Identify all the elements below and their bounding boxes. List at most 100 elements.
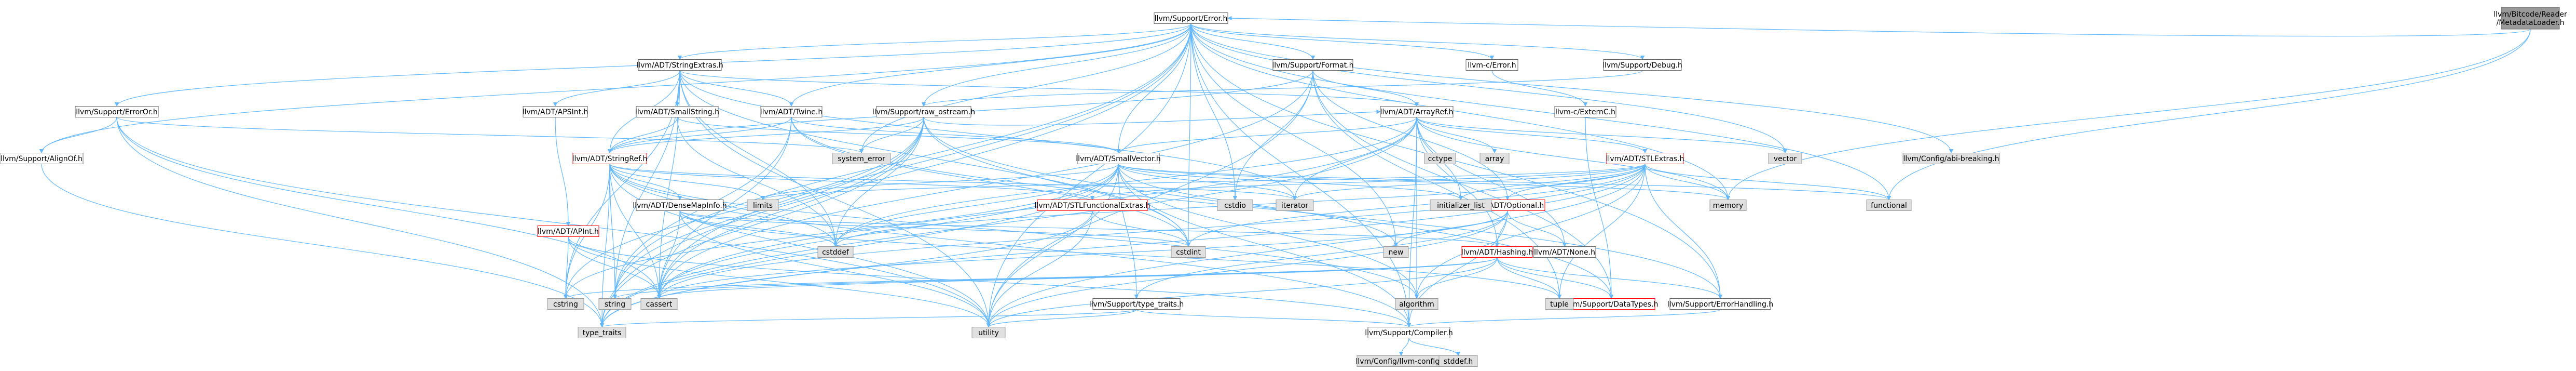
node-label: llvm/Config/abi-breaking.h — [1903, 155, 1999, 163]
edge-smallvector-to-cassert — [656, 164, 1119, 299]
node-label: initializer_list — [1437, 202, 1485, 210]
node-box — [578, 327, 626, 338]
node-erroror[interactable]: llvm/Support/ErrorOr.h — [75, 106, 159, 117]
node-arrayref[interactable]: llvm/ADT/ArrayRef.h — [1380, 106, 1454, 117]
edge-error-to-stringextras — [678, 23, 1191, 60]
node-none[interactable]: llvm/ADT/None.h — [1533, 246, 1596, 258]
edge-stringextras-to-cassert — [656, 70, 680, 299]
node-root[interactable]: llvm/Bitcode/Reader/MetadataLoader.h — [2493, 7, 2567, 30]
node-stlfunctional[interactable]: llvm/ADT/STLFunctionalExtras.h — [1035, 200, 1150, 211]
node-label: llvm-c/ExternC.h — [1555, 108, 1615, 116]
edge-typetraits_llvm-to-typetraits — [600, 309, 1137, 328]
node-densemapinfo[interactable]: llvm/ADT/DenseMapInfo.h — [633, 200, 727, 211]
node-label: llvm/ADT/StringExtras.h — [636, 61, 723, 70]
node-hashing[interactable]: llvm/ADT/Hashing.h — [1461, 246, 1533, 258]
node-rawostream[interactable]: llvm/Support/raw_ostream.h — [872, 106, 975, 117]
edge-apsint-to-apint — [555, 117, 571, 227]
edge-twine-to-errorhandling — [791, 117, 1723, 299]
node-typetraits_llvm[interactable]: llvm/Support/type_traits.h — [1089, 298, 1184, 310]
node-tuple: tuple — [1545, 298, 1574, 310]
edge-stringextras-to-twine — [679, 70, 794, 107]
edge-arrayref-to-array — [1416, 117, 1497, 154]
node-new: new — [1383, 246, 1409, 258]
edge-error-to-cerror — [1190, 23, 1495, 60]
node-label: llvm/Support/Debug.h — [1602, 61, 1682, 70]
node-cerror[interactable]: llvm-c/Error.h — [1465, 59, 1518, 71]
edge-error-to-format — [1190, 23, 1316, 60]
edge-stlextras-to-iterator — [1292, 164, 1646, 201]
edge-alignof-to-typetraits — [41, 164, 605, 328]
edge-erroror-to-systemerror — [116, 117, 864, 154]
edge-stlextras-to-tuple — [1557, 164, 1646, 299]
node-label: llvm/Support/ErrorOr.h — [76, 108, 157, 116]
edge-root-to-memory — [1725, 29, 2531, 201]
edge-smallvector-to-limits — [760, 164, 1119, 201]
edge-smallvector-to-typetraits_llvm — [1118, 164, 1139, 299]
edge-smallvector-to-typetraits — [599, 164, 1119, 328]
edge-twine-to-smallvector — [791, 117, 1121, 154]
node-box — [1902, 153, 2000, 164]
node-label: llvm/Support/raw_ostream.h — [872, 108, 975, 116]
node-error[interactable]: llvm/Support/Error.h — [1154, 12, 1228, 24]
node-alignof[interactable]: llvm/Support/AlignOf.h — [0, 153, 84, 164]
node-label: functional — [1871, 202, 1907, 210]
edge-stlextras-to-stlfunctional — [1090, 164, 1646, 201]
edge-error-to-typetraits — [599, 23, 1191, 328]
edge-smallstring-to-smallvector — [677, 117, 1121, 154]
node-box — [572, 153, 647, 164]
node-box — [747, 200, 779, 211]
edge-optional-to-typetraits_llvm — [1134, 210, 1508, 299]
edge-stringextras-to-utility — [679, 70, 991, 328]
node-box — [832, 153, 891, 164]
node-stlextras[interactable]: llvm/ADT/STLExtras.h — [1606, 153, 1684, 164]
edge-smallvector-to-initlist — [1118, 164, 1463, 201]
edge-error-to-memory — [1190, 23, 1731, 201]
node-smallvector[interactable]: llvm/ADT/SmallVector.h — [1076, 153, 1161, 164]
edge-smallvector-to-memory — [1118, 164, 1730, 201]
node-label: llvm/ADT/StringRef.h — [572, 155, 648, 163]
node-label: llvm/Config/llvm-config.h — [1356, 357, 1447, 366]
node-smallstring[interactable]: llvm/ADT/SmallString.h — [635, 106, 719, 117]
node-twine[interactable]: llvm/ADT/Twine.h — [760, 106, 823, 117]
node-box — [1383, 246, 1409, 258]
node-datatypes[interactable]: llvm/Support/DataTypes.h — [1565, 298, 1659, 310]
edge-smallvector-to-utility — [986, 164, 1119, 328]
node-box — [523, 106, 588, 117]
node-label: stddef.h — [1444, 357, 1473, 366]
node-label: llvm/ADT/STLFunctionalExtras.h — [1035, 202, 1150, 210]
edge-format-to-arrayref — [1312, 70, 1419, 107]
node-apint[interactable]: llvm/ADT/APInt.h — [537, 226, 599, 237]
node-label: type_traits — [583, 329, 622, 337]
node-format[interactable]: llvm/Support/Format.h — [1272, 59, 1354, 71]
edge-stringextras-to-cstring — [563, 70, 680, 299]
node-box — [1424, 153, 1456, 164]
edge-stlextras-to-errorhandling — [1645, 164, 1723, 299]
node-array: array — [1479, 153, 1510, 164]
edge-stringref-to-cassert — [609, 164, 662, 299]
node-box — [1395, 298, 1438, 310]
node-compiler[interactable]: llvm/Support/Compiler.h — [1365, 327, 1453, 338]
edge-typetraits_llvm-to-compiler — [1136, 309, 1411, 328]
node-externc[interactable]: llvm-c/ExternC.h — [1554, 106, 1616, 117]
node-stringextras[interactable]: llvm/ADT/StringExtras.h — [636, 59, 723, 71]
node-box — [1154, 12, 1228, 24]
edge-stringextras-to-apsint — [553, 70, 680, 107]
node-apsint[interactable]: llvm/ADT/APSInt.h — [523, 106, 588, 117]
edge-arrayref-to-cstddef — [833, 117, 1417, 247]
node-stringref[interactable]: llvm/ADT/StringRef.h — [572, 153, 648, 164]
edge-stlextras-to-memory — [1645, 164, 1731, 201]
edge-cerror-to-externc — [1491, 70, 1588, 107]
edge-rawostream-to-stringref — [607, 117, 924, 154]
edge-stringextras-to-cstddef — [679, 70, 838, 247]
edge-smallvector-to-functional — [1118, 164, 1891, 201]
edge-stlextras-to-cassert — [656, 164, 1646, 299]
edge-format-to-optional — [1312, 70, 1510, 201]
node-debug[interactable]: llvm/Support/Debug.h — [1602, 59, 1682, 71]
node-cctype: cctype — [1424, 153, 1456, 164]
node-utility: utility — [971, 327, 1006, 338]
edge-error-to-systemerror — [859, 23, 1191, 154]
node-box — [75, 106, 159, 117]
node-label: string — [605, 300, 625, 309]
edge-stringref-to-compiler — [609, 164, 1412, 328]
node-errorhandling[interactable]: llvm/Support/ErrorHandling.h — [1667, 298, 1773, 310]
